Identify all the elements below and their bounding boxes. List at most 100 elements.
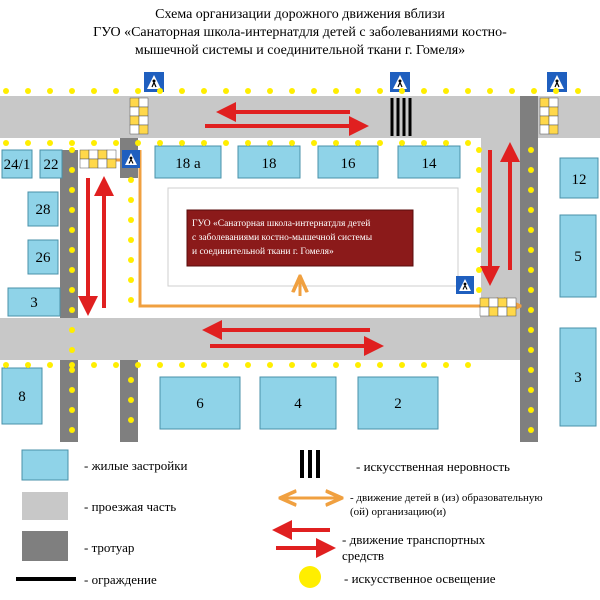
roadway-network xyxy=(0,96,600,360)
street-lamp xyxy=(157,362,163,368)
road-middle xyxy=(0,318,525,360)
street-lamp xyxy=(355,140,361,146)
street-lamp xyxy=(113,362,119,368)
legend-vehicles-label-2: средств xyxy=(342,548,385,563)
street-lamp xyxy=(69,147,75,153)
title-line-3: мышечной системы и соединительной ткани … xyxy=(134,43,466,58)
street-lamp xyxy=(528,247,534,253)
street-lamp xyxy=(69,287,75,293)
street-lamp xyxy=(311,140,317,146)
street-lamp xyxy=(289,362,295,368)
street-lamp xyxy=(443,88,449,94)
building-22 xyxy=(39,149,63,179)
street-lamp xyxy=(476,287,482,293)
pedestrian-sign-icon xyxy=(547,72,567,92)
street-lamp xyxy=(91,362,97,368)
street-lamp xyxy=(476,207,482,213)
label-28: 28 xyxy=(36,202,51,218)
street-lamp xyxy=(528,167,534,173)
building-12 xyxy=(559,157,599,199)
street-lamp xyxy=(128,257,134,263)
street-lamp xyxy=(528,347,534,353)
speed-bump xyxy=(390,98,412,136)
legend-fence-label: - ограждение xyxy=(84,572,157,587)
crossing-top-left xyxy=(129,97,149,135)
legend-children-label-1: - движение детей в (из) образовательную xyxy=(350,492,543,504)
street-lamp xyxy=(128,417,134,423)
street-lamp xyxy=(528,307,534,313)
street-lamp xyxy=(128,377,134,383)
street-lamp xyxy=(223,362,229,368)
building-8 xyxy=(1,367,43,425)
street-lamp xyxy=(528,227,534,233)
street-lamp xyxy=(157,140,163,146)
crossing-left xyxy=(79,149,117,169)
road-top xyxy=(0,96,600,138)
street-lamp xyxy=(69,267,75,273)
street-lamp xyxy=(135,88,141,94)
street-lighting xyxy=(3,88,581,433)
street-lamp xyxy=(267,140,273,146)
street-lamp xyxy=(531,88,537,94)
legend-residential-swatch xyxy=(21,449,69,481)
street-lamp xyxy=(421,362,427,368)
legend-vehicles-label-1: - движение транспортных xyxy=(342,532,486,547)
street-lamp xyxy=(47,88,53,94)
street-lamp xyxy=(465,140,471,146)
street-lamp xyxy=(528,287,534,293)
street-lamp xyxy=(201,88,207,94)
street-lamp xyxy=(69,247,75,253)
street-lamp xyxy=(3,88,9,94)
sidewalk-left-lower xyxy=(60,360,78,442)
street-lamp xyxy=(443,362,449,368)
street-lamp xyxy=(377,362,383,368)
school-box: ГУО «Санаторная школа-интернатдля детей … xyxy=(167,187,459,287)
street-lamp xyxy=(476,227,482,233)
street-lamp xyxy=(128,217,134,223)
street-lamp xyxy=(128,297,134,303)
street-lamp xyxy=(128,177,134,183)
building-3-right xyxy=(559,327,597,427)
legend xyxy=(16,449,340,588)
street-lamp xyxy=(528,387,534,393)
street-lamp xyxy=(476,167,482,173)
street-lamp xyxy=(69,427,75,433)
building-16 xyxy=(317,145,379,179)
street-lamp xyxy=(476,247,482,253)
street-lamp xyxy=(377,140,383,146)
building-28 xyxy=(27,191,59,227)
street-lamp xyxy=(69,367,75,373)
street-lamp xyxy=(113,88,119,94)
street-lamp xyxy=(69,327,75,333)
street-lamp xyxy=(69,407,75,413)
street-lamp xyxy=(128,277,134,283)
street-lamp xyxy=(465,88,471,94)
street-lamp xyxy=(25,362,31,368)
pedestrian-sign-icon xyxy=(390,72,410,92)
street-lamp xyxy=(179,362,185,368)
title-line-1: Схема организации дорожного движения вбл… xyxy=(155,7,445,22)
street-lamp xyxy=(528,427,534,433)
street-lamp xyxy=(289,140,295,146)
street-lamp xyxy=(421,88,427,94)
street-lamp xyxy=(69,207,75,213)
building-24-1 xyxy=(1,149,33,179)
street-lamp xyxy=(528,207,534,213)
street-lamp xyxy=(399,140,405,146)
street-lamp xyxy=(487,88,493,94)
street-lamp xyxy=(476,187,482,193)
building-2 xyxy=(357,376,439,430)
street-lamp xyxy=(355,362,361,368)
street-lamp xyxy=(69,347,75,353)
building-26 xyxy=(27,239,59,275)
legend-speed-bump-swatch xyxy=(300,450,320,478)
street-lamp xyxy=(289,88,295,94)
child-route-left xyxy=(138,150,478,308)
street-lamp xyxy=(157,88,163,94)
pedestrian-sign-icon xyxy=(122,150,140,168)
legend-lighting-label: - искусственное освещение xyxy=(344,571,496,586)
street-lamp xyxy=(47,140,53,146)
legend-roadway-swatch xyxy=(22,492,68,520)
label-3-right: 3 xyxy=(574,370,582,386)
